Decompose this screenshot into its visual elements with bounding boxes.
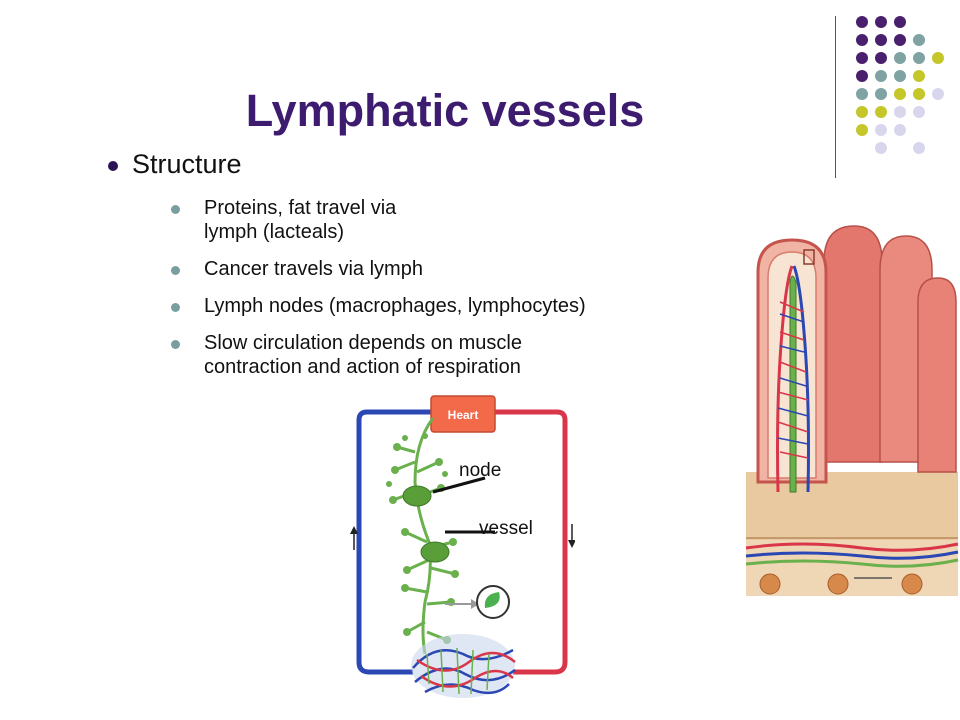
sub-bullet-text: Slow circulation depends on muscle contr…: [204, 332, 522, 378]
sub-bullet: Proteins, fat travel via lymph (lacteals…: [171, 196, 744, 244]
arterial-line: [495, 409, 568, 675]
vessel-label: vessel: [479, 518, 533, 539]
venule: [792, 265, 810, 493]
sub-bullet-dot: [171, 340, 180, 349]
decor-dot: [856, 124, 868, 136]
decor-dot: [875, 70, 887, 82]
decor-dot: [894, 70, 906, 82]
decor-dot: [913, 88, 925, 100]
sub-bullet: Cancer travels via lymph: [171, 257, 744, 281]
bullet-structure: Structure: [108, 148, 242, 180]
sub-bullet: Slow circulation depends on muscle contr…: [171, 331, 744, 379]
decor-dot: [856, 106, 868, 118]
down-arrow-icon: [568, 524, 575, 548]
bullet-heading-text: Structure: [132, 149, 242, 179]
lymph-vessel-tree: [392, 417, 456, 655]
capillary-bed: [411, 634, 516, 698]
decor-dot: [856, 16, 868, 28]
decor-dot: [875, 34, 887, 46]
leaf-icon: [445, 585, 510, 619]
sub-bullet-text: Proteins, fat travel via lymph (lacteals…: [204, 197, 397, 243]
sub-bullet-text: Cancer travels via lymph: [204, 258, 423, 280]
decor-dot: [856, 70, 868, 82]
decor-dot: [875, 52, 887, 64]
intestinal-villus-diagram: [745, 225, 959, 596]
decor-dot: [913, 106, 925, 118]
decor-dot: [894, 34, 906, 46]
lymph-node: [402, 485, 432, 507]
decor-dot: [856, 34, 868, 46]
heart-box: Heart: [430, 395, 496, 433]
sub-bullet: Lymph nodes (macrophages, lymphocytes): [171, 294, 744, 318]
decor-dot: [875, 16, 887, 28]
sub-bullet-text: Lymph nodes (macrophages, lymphocytes): [204, 295, 586, 317]
villus: [917, 277, 957, 473]
decor-dot: [875, 124, 887, 136]
lymph-bud-cluster: [386, 433, 459, 644]
decorative-divider: [835, 16, 836, 178]
bullet-dot: [108, 161, 118, 171]
decor-dot: [875, 106, 887, 118]
sub-bullet-list: Proteins, fat travel via lymph (lacteals…: [171, 196, 744, 392]
decor-dot: [913, 70, 925, 82]
arteriole: [776, 265, 794, 493]
decorative-dot-grid: [850, 12, 960, 162]
node-pointer: [432, 476, 486, 494]
decor-dot: [894, 52, 906, 64]
decor-dot: [894, 124, 906, 136]
decor-dot: [894, 106, 906, 118]
lacteal: [789, 275, 797, 493]
decor-dot: [856, 88, 868, 100]
lymph-node: [420, 541, 450, 563]
villus: [823, 225, 883, 463]
decor-dot: [894, 88, 906, 100]
sub-bullet-dot: [171, 205, 180, 214]
up-arrow-icon: [350, 526, 358, 550]
heart-label: Heart: [448, 408, 479, 422]
decor-dot: [875, 88, 887, 100]
decor-dot: [913, 34, 925, 46]
decor-dot: [856, 52, 868, 64]
sub-bullet-dot: [171, 266, 180, 275]
sub-bullet-dot: [171, 303, 180, 312]
decor-dot: [913, 142, 925, 154]
decor-dot: [932, 88, 944, 100]
decor-dot: [913, 52, 925, 64]
decor-dot: [875, 142, 887, 154]
venous-return-line: [356, 409, 433, 675]
detail-marker: [803, 249, 815, 265]
decor-dot: [894, 16, 906, 28]
decor-dot: [932, 52, 944, 64]
lymphatic-circulation-diagram: Heart node vessel: [350, 395, 575, 698]
node-label: node: [459, 460, 501, 481]
slide-title: Lymphatic vessels: [245, 85, 645, 136]
